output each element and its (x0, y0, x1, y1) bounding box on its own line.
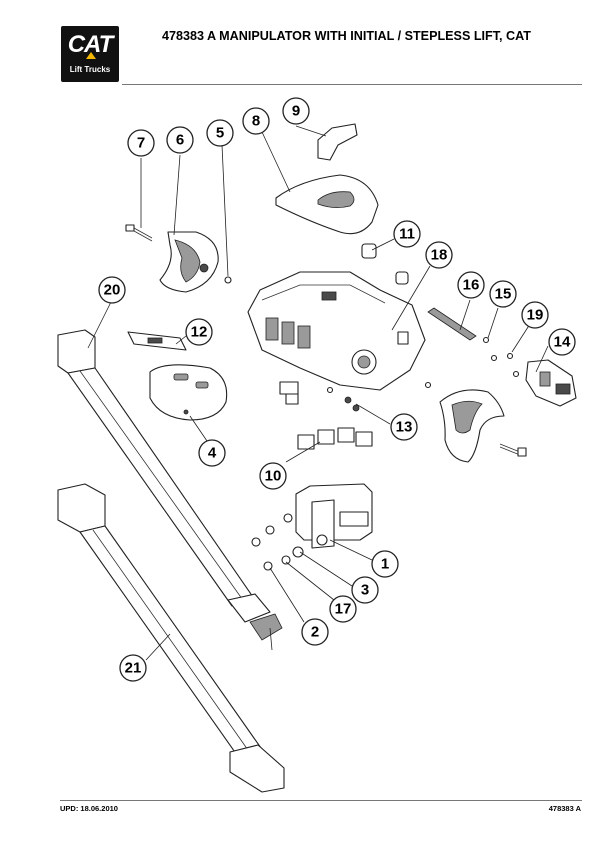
callout-21: 21 (119, 654, 147, 682)
callout-5: 5 (206, 119, 234, 147)
callout-label: 12 (191, 324, 208, 341)
callout-label: 20 (104, 282, 121, 299)
callout-label: 5 (216, 125, 224, 142)
callout-label: 10 (265, 468, 282, 485)
callout-2: 2 (301, 618, 329, 646)
part-housing (247, 271, 426, 391)
callout-label: 21 (125, 660, 142, 677)
callout-label: 19 (527, 307, 544, 324)
callout-16: 16 (457, 271, 485, 299)
callout-label: 16 (463, 277, 480, 294)
footer-part-ref: 478383 A (548, 804, 581, 813)
part-small-screws (424, 336, 520, 389)
callout-20: 20 (98, 276, 126, 304)
callout-label: 3 (361, 582, 369, 599)
part-bracket (295, 483, 373, 549)
part-bar-lower (57, 483, 285, 793)
callout-9: 9 (282, 97, 310, 125)
callout-19: 19 (521, 301, 549, 329)
callout-label: 17 (335, 601, 352, 618)
callout-6: 6 (166, 126, 194, 154)
part-spring (427, 307, 477, 341)
callout-8: 8 (242, 107, 270, 135)
callout-15: 15 (489, 280, 517, 308)
part-switch-small (279, 381, 360, 412)
leader-lines (87, 125, 549, 661)
part-clip (317, 123, 358, 161)
callout-label: 7 (137, 135, 145, 152)
callout-13: 13 (390, 413, 418, 441)
callout-4: 4 (198, 439, 226, 467)
callout-label: 2 (311, 624, 319, 641)
logo-subtitle: Lift Trucks (69, 65, 111, 74)
callout-label: 1 (381, 556, 389, 573)
header-divider (122, 84, 582, 85)
callout-1: 1 (371, 550, 399, 578)
callout-10: 10 (259, 462, 287, 490)
part-screw-long (125, 224, 153, 242)
callout-label: 9 (292, 103, 300, 120)
part-handle-right (439, 389, 505, 463)
callout-3: 3 (351, 576, 379, 604)
callout-label: 8 (252, 113, 260, 130)
part-bar-upper (57, 329, 283, 651)
callout-18: 18 (425, 241, 453, 269)
callout-label: 14 (554, 334, 571, 351)
logo-triangle-icon (86, 52, 96, 59)
callout-7: 7 (127, 129, 155, 157)
part-bushing-11 (361, 243, 409, 285)
callout-label: 13 (396, 419, 413, 436)
callout-label: 18 (431, 247, 448, 264)
callout-14: 14 (548, 328, 576, 356)
part-label-strip (127, 331, 187, 351)
part-potentiometer (525, 359, 577, 407)
callout-label: 4 (208, 445, 217, 462)
part-microswitches (297, 427, 373, 450)
part-cover (275, 174, 379, 235)
callout-label: 15 (495, 286, 512, 303)
callout-label: 11 (399, 226, 415, 243)
callout-label: 6 (176, 132, 184, 149)
callout-17: 17 (329, 595, 357, 623)
part-bolt-right (499, 443, 527, 457)
part-washers (251, 513, 304, 571)
part-pin (221, 144, 232, 284)
footer-divider (60, 800, 582, 801)
callout-12: 12 (185, 318, 213, 346)
part-grip (149, 364, 228, 421)
footer-update-date: UPD: 18.06.2010 (60, 804, 118, 813)
cat-logo: CAT Lift Trucks (61, 26, 119, 82)
part-handle-left (159, 231, 219, 293)
page-title: 478383 A MANIPULATOR WITH INITIAL / STEP… (162, 29, 531, 43)
callout-11: 11 (393, 220, 421, 248)
